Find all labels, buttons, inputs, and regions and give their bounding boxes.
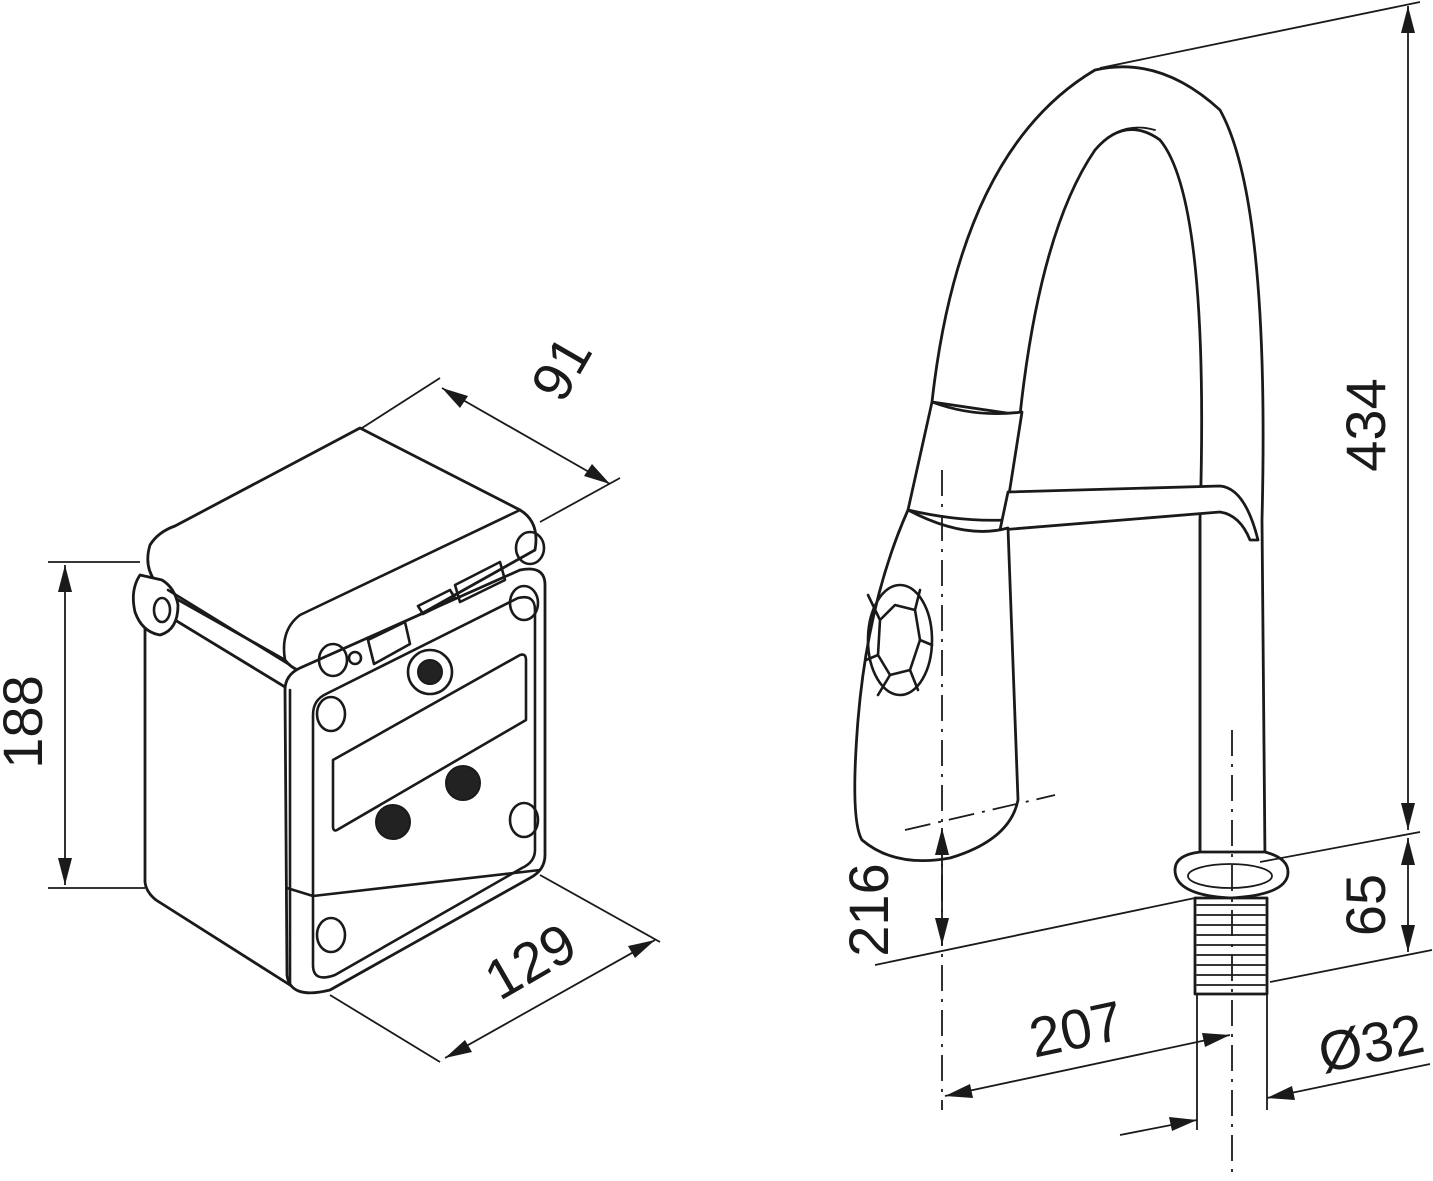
flange-ring — [1187, 863, 1273, 889]
head-outlet-line — [904, 794, 1056, 831]
screw-icon — [508, 801, 540, 839]
thread-lines — [1196, 904, 1266, 986]
dim-label-box-depth: 91 — [518, 326, 604, 411]
pull-out-head — [853, 508, 1020, 862]
dimension-faucet-height: 434 — [1099, 1, 1421, 863]
screw-icon — [317, 642, 349, 678]
connector-strip-icon — [416, 560, 507, 616]
dim-label-reach: 207 — [1024, 988, 1128, 1069]
dimension-box-height: 188 — [0, 561, 145, 889]
front-band — [285, 868, 542, 898]
dim-label-base-height: 65 — [1334, 874, 1397, 936]
dimension-spout-clearance: 216 — [837, 828, 1196, 966]
round-button-icon — [406, 648, 454, 696]
box-side-face — [143, 618, 292, 987]
dimension-shank-diameter: Ø32 — [1119, 1001, 1431, 1136]
spray-button-icon — [866, 583, 934, 697]
dim-label-box-width: 129 — [474, 910, 586, 1011]
dim-label-box-height: 188 — [0, 675, 54, 768]
threaded-shank — [1193, 896, 1269, 996]
hinge-pin — [152, 596, 172, 624]
box-front-panel — [283, 567, 547, 995]
dim-label-shank-diameter: Ø32 — [1313, 1001, 1430, 1085]
spout-inner-line — [1094, 126, 1156, 151]
socket-icon — [445, 765, 481, 801]
dimension-reach: 207 — [944, 988, 1268, 1130]
led-icon — [347, 650, 363, 666]
round-button-core — [417, 659, 443, 685]
display-window — [331, 653, 528, 832]
control-box — [131, 426, 547, 995]
front-panel-inner — [311, 595, 537, 979]
switch-icon — [366, 620, 412, 666]
faucet — [853, 65, 1290, 1175]
dim-label-faucet-height: 434 — [1334, 378, 1397, 471]
support-arm — [998, 484, 1260, 542]
screw-icon — [315, 695, 347, 733]
box-lid-edge — [282, 508, 522, 662]
screw-icon — [508, 584, 540, 622]
hinge-line — [166, 588, 292, 667]
socket-icon — [375, 804, 411, 840]
spray-button-segments — [864, 588, 934, 697]
dimension-base-height: 65 — [1269, 838, 1433, 983]
screw-icon — [315, 916, 347, 954]
dim-label-spout-clearance: 216 — [837, 863, 900, 956]
screw-icon — [514, 530, 546, 566]
